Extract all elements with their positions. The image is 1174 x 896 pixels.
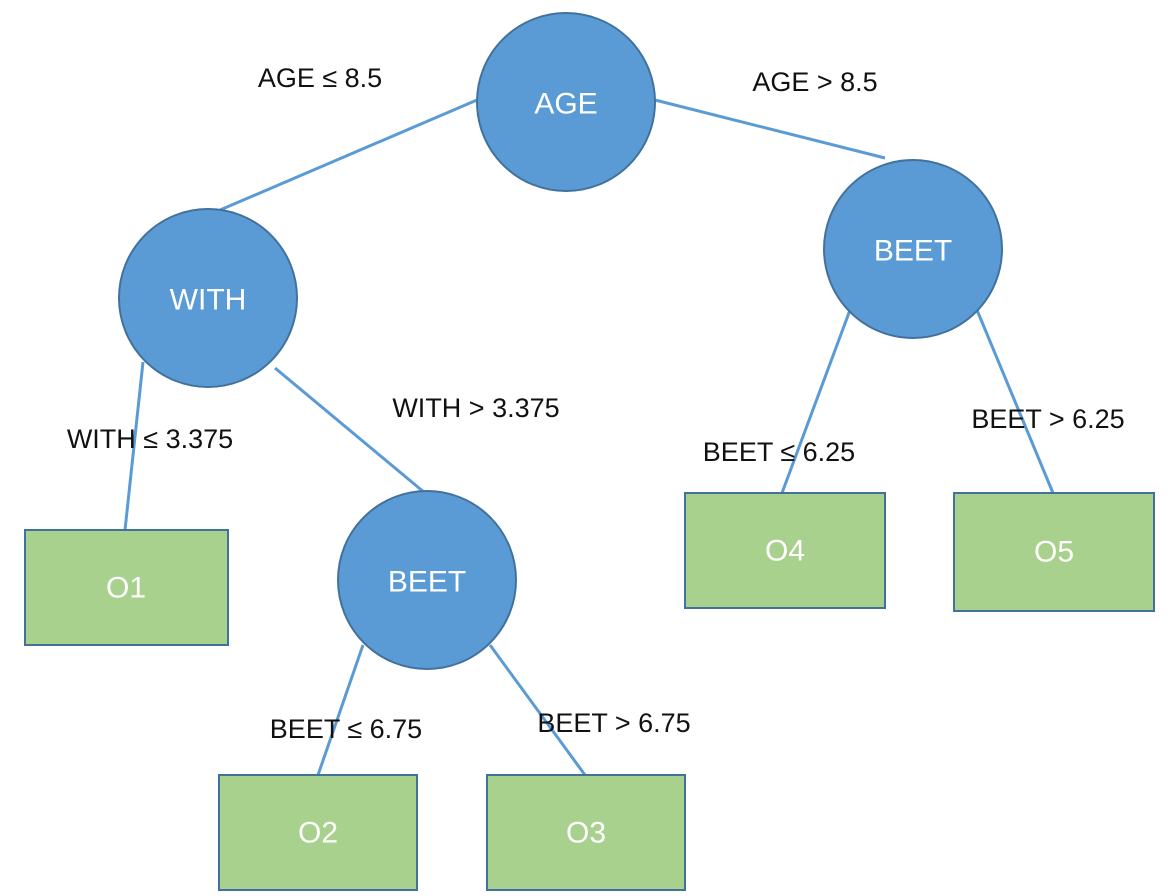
node-age-label: AGE	[534, 88, 597, 121]
node-beet-right-label: BEET	[874, 235, 952, 268]
leaf-o3: O3	[486, 774, 686, 891]
edge-label-age-le: AGE ≤ 8.5	[258, 63, 382, 93]
leaf-o5: O5	[953, 492, 1155, 612]
edge-with-to-o1	[123, 361, 145, 531]
leaf-o4-shape	[684, 492, 886, 609]
edge-label-beet-right-le: BEET ≤ 6.25	[703, 437, 855, 467]
leaf-o1-label: O1	[106, 572, 146, 605]
leaf-o5-shape	[953, 492, 1155, 612]
node-age-shape	[476, 12, 656, 192]
leaf-o2-label: O2	[298, 817, 338, 850]
node-with-label: WITH	[170, 284, 247, 317]
leaf-o2: O2	[218, 774, 418, 891]
node-beet-left: BEET	[337, 490, 517, 670]
node-age: AGE	[476, 12, 656, 192]
node-with: WITH	[118, 208, 298, 388]
edge-label-age-gt: AGE > 8.5	[752, 67, 877, 97]
leaf-o4-label: O4	[765, 535, 805, 568]
leaf-o1: O1	[24, 529, 229, 646]
edge-label-beet-right-gt: BEET > 6.25	[971, 404, 1124, 434]
edge-label-beet-left-gt: BEET > 6.75	[537, 708, 690, 738]
node-beet-left-shape	[337, 490, 517, 670]
node-beet-right-shape	[823, 159, 1003, 339]
edge-labels: AGE ≤ 8.5 AGE > 8.5 WITH > 3.375 WITH ≤ …	[67, 63, 1125, 744]
node-beet-left-label: BEET	[388, 566, 466, 599]
node-beet-right: BEET	[823, 159, 1003, 339]
edge-label-with-gt: WITH > 3.375	[392, 393, 559, 423]
edge-label-beet-left-le: BEET ≤ 6.75	[270, 714, 422, 744]
edge-beet-left-to-o2	[316, 644, 365, 776]
connectors	[123, 98, 1055, 776]
leaf-o2-shape	[218, 774, 418, 891]
edge-beet-right-to-o5	[975, 309, 1055, 494]
leaf-o3-label: O3	[566, 817, 606, 850]
leaf-o1-shape	[24, 529, 229, 646]
node-with-shape	[118, 208, 298, 388]
edge-age-to-with	[219, 98, 478, 212]
edge-label-with-le: WITH ≤ 3.375	[67, 424, 233, 454]
edge-beet-left-to-o3	[488, 644, 587, 776]
edge-age-to-beet-right	[654, 98, 886, 160]
edge-beet-right-to-o4	[780, 309, 852, 494]
edge-with-to-beet-left	[274, 366, 426, 495]
leaf-o3-shape	[486, 774, 686, 891]
leaf-o4: O4	[684, 492, 886, 609]
leaf-o5-label: O5	[1034, 536, 1074, 569]
